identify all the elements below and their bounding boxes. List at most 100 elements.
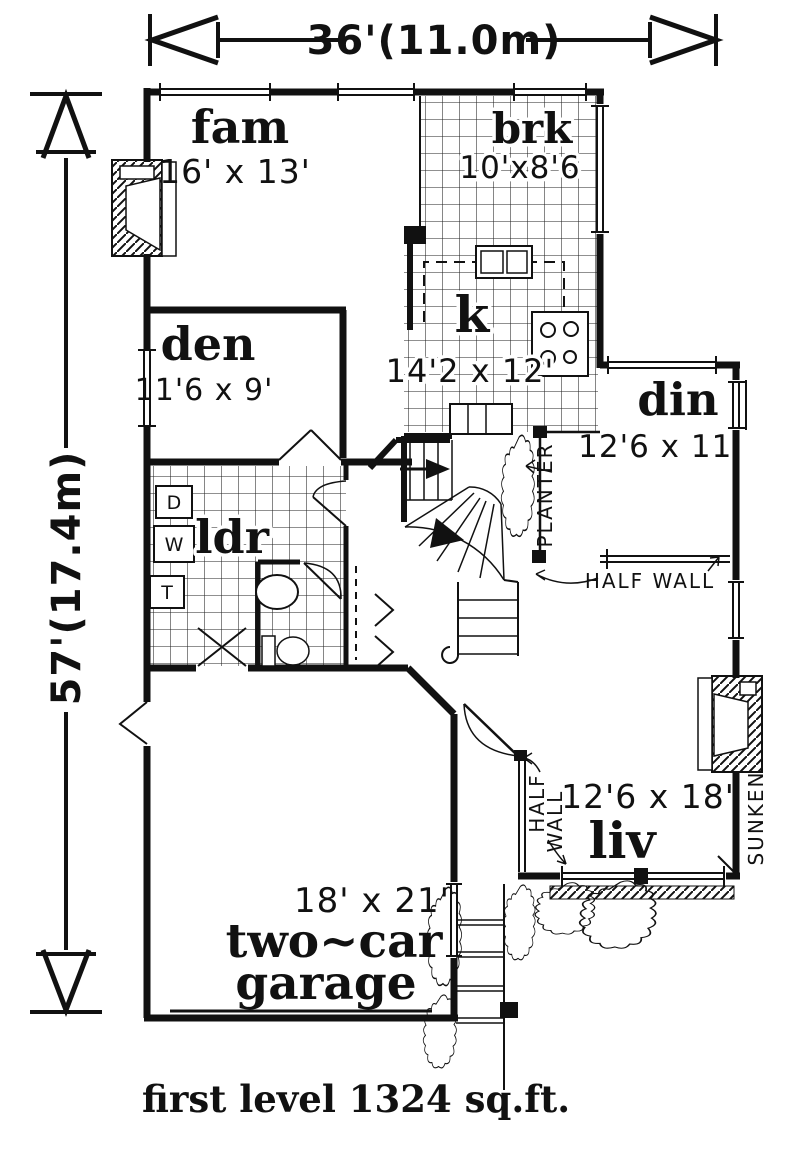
half-wall-vert-arrow bbox=[523, 752, 541, 773]
room-brk: brk 10'x8'6 bbox=[456, 101, 583, 190]
post bbox=[404, 226, 426, 244]
dimension-arrowheads bbox=[144, 14, 724, 66]
firebox bbox=[125, 177, 161, 252]
half-wall-vertical-label: HALF WALL bbox=[523, 752, 567, 852]
washer-box bbox=[153, 525, 195, 563]
brk-name: brk bbox=[492, 104, 573, 153]
stove-icon bbox=[531, 311, 589, 377]
window-din-right bbox=[728, 380, 747, 430]
din-name: din bbox=[637, 373, 718, 426]
mantel bbox=[739, 681, 757, 696]
stair-inner-rail bbox=[468, 486, 502, 505]
fam-name: fam bbox=[191, 100, 289, 154]
brk-floor-edge bbox=[404, 96, 421, 233]
window-liv-right bbox=[728, 581, 744, 639]
fam-size: 16' x 13' bbox=[159, 152, 311, 191]
burner bbox=[540, 322, 556, 338]
walkway-steps bbox=[456, 919, 504, 1024]
post bbox=[514, 750, 527, 761]
sink-basin-left bbox=[480, 250, 504, 274]
half-wall-text: HALF WALL bbox=[585, 569, 715, 593]
room-garage: 18' x 21' two~car garage bbox=[226, 881, 450, 1011]
window-top-wall bbox=[159, 83, 587, 101]
doors bbox=[118, 429, 519, 757]
height-dimension-label: 57'(17.4m) bbox=[44, 451, 90, 706]
stair-kitchen-walls bbox=[367, 232, 452, 522]
sink-basin-right bbox=[506, 250, 528, 274]
tile-brk bbox=[420, 96, 598, 232]
kitchen-name: k bbox=[455, 285, 491, 344]
den-double-door bbox=[278, 429, 342, 461]
planter-arrow bbox=[525, 459, 553, 474]
half-wall-arrow-right bbox=[707, 556, 720, 572]
dimension-arrowheads bbox=[40, 88, 92, 1017]
post bbox=[532, 550, 546, 563]
window-post bbox=[634, 868, 648, 884]
caption: first level 1324 sq.ft. bbox=[142, 1077, 570, 1121]
stair-bottom-rails bbox=[457, 579, 519, 656]
dryer-box bbox=[155, 485, 193, 519]
half-wall-label: HALF WALL bbox=[535, 556, 720, 593]
bathroom-walls bbox=[255, 462, 349, 668]
mantel bbox=[119, 165, 155, 180]
garage-name-line1: two~car bbox=[226, 914, 444, 969]
entry-door-swing bbox=[463, 703, 519, 757]
sunken-step-corner bbox=[717, 855, 737, 875]
burner bbox=[563, 321, 579, 337]
half-wall-arrow-left bbox=[535, 569, 599, 584]
burner bbox=[563, 350, 577, 364]
room-ldr: ldr bbox=[192, 507, 274, 568]
exterior-walls bbox=[143, 88, 740, 1022]
exterior-wall-lines bbox=[143, 88, 740, 1022]
kitchen-fixtures bbox=[475, 245, 589, 377]
liv-size: 12'6 x 18' bbox=[561, 777, 735, 816]
bath-sink-icon bbox=[255, 574, 299, 610]
toilet-tank bbox=[261, 635, 276, 667]
den-size: 11'6 x 9' bbox=[135, 373, 274, 408]
bath-door-swing bbox=[303, 562, 342, 600]
liv-name: liv bbox=[588, 811, 657, 870]
closet-bifold-doors bbox=[374, 593, 395, 669]
stair-landing bbox=[449, 403, 513, 435]
sunken-text: SUNKEN bbox=[744, 770, 768, 865]
entry-walkway bbox=[456, 884, 518, 1090]
stair-turn-arrow-icon bbox=[430, 518, 464, 548]
garage-size: 18' x 21' bbox=[294, 881, 450, 921]
top-dimension: 36'(11.0m) bbox=[144, 14, 724, 66]
room-fam: fam 16' x 13' bbox=[159, 100, 311, 191]
room-liv: 12'6 x 18' liv bbox=[561, 777, 735, 870]
post bbox=[533, 426, 547, 438]
bath-door-leaf bbox=[303, 562, 342, 600]
left-dimension: 57'(17.4m) bbox=[30, 88, 102, 1017]
fireplace-liv bbox=[697, 675, 763, 773]
tub-box bbox=[149, 575, 185, 609]
den-name: den bbox=[161, 317, 256, 371]
stair-rail-hook bbox=[441, 646, 459, 664]
room-din: din 12'6 x 11' bbox=[578, 373, 741, 465]
ldr-name: ldr bbox=[195, 510, 270, 564]
hearth bbox=[697, 677, 713, 771]
ldr-door-leaf bbox=[312, 496, 347, 527]
brk-size: 10'x8'6 bbox=[459, 150, 580, 186]
dryer-label: D bbox=[167, 492, 182, 514]
tub-label: T bbox=[160, 582, 173, 604]
stair-bottom-treads bbox=[458, 599, 518, 655]
planter-wall bbox=[538, 430, 600, 556]
planter-label: PLANTER bbox=[533, 442, 557, 547]
stair-up-arrow-icon bbox=[426, 459, 450, 479]
room-kitchen: k 14'2 x 12' bbox=[382, 282, 557, 394]
half-wall-din-liv bbox=[600, 549, 730, 569]
fireplace-fam bbox=[111, 159, 177, 257]
hearth bbox=[161, 161, 177, 257]
deck-sill-hatch bbox=[549, 885, 735, 900]
burner bbox=[540, 350, 556, 366]
width-dimension-label: 36'(11.0m) bbox=[307, 18, 562, 64]
garage-side-door bbox=[118, 701, 148, 745]
garage-hall-door bbox=[197, 627, 247, 667]
sunken-step-arrow bbox=[547, 839, 567, 865]
washer-label: W bbox=[165, 534, 184, 556]
half-wall-vert-line1: HALF bbox=[525, 773, 549, 832]
ldr-door-swing bbox=[312, 480, 347, 498]
shrub bbox=[502, 884, 536, 961]
